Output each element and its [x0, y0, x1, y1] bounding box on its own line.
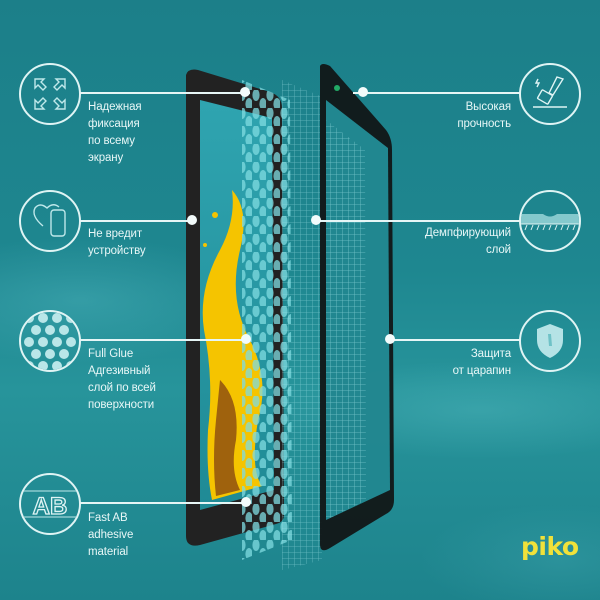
connector-dot — [385, 334, 395, 344]
connector-dot — [311, 215, 321, 225]
feature-icon-strength — [519, 63, 581, 125]
shield-icon — [537, 324, 563, 358]
svg-text:AB: AB — [33, 493, 68, 520]
connector-dot — [240, 87, 250, 97]
feature-label-safe-device: Не вредит устройству — [88, 228, 146, 257]
damping-layer-icon — [521, 214, 579, 231]
damping-layer — [282, 80, 322, 570]
connector-dot — [358, 87, 368, 97]
connector-dot — [187, 215, 197, 225]
connector-line — [80, 220, 190, 222]
screen-protector — [320, 64, 394, 551]
arrows-out-icon — [34, 78, 66, 110]
fast-ab-icon: AB — [23, 490, 77, 521]
dots-pattern-icon — [24, 313, 76, 370]
feature-icon-secure-fix — [19, 63, 81, 125]
feature-label-fast-ab: Fast AB adhesive material — [88, 512, 134, 558]
connector-line — [390, 339, 520, 341]
feature-label-secure-fix: Надежная фиксация по всему экрану — [88, 101, 142, 164]
feature-label-scratch: Защита от царапин — [452, 348, 511, 377]
connector-dot — [241, 334, 251, 344]
feature-icon-scratch — [519, 310, 581, 372]
feature-label-strength: Высокая прочность — [457, 101, 511, 130]
adhesive-layer — [242, 80, 292, 560]
feature-icon-safe-device — [19, 190, 81, 252]
feature-label-damping: Демпфирующий слой — [425, 227, 511, 256]
heart-phone-icon — [33, 204, 66, 237]
brand-logo: piko — [521, 532, 579, 561]
connector-line — [80, 339, 246, 341]
connector-line — [80, 502, 246, 504]
feature-icon-damping — [519, 190, 581, 252]
feature-icon-fast-ab: AB — [19, 473, 81, 535]
connector-dot — [241, 497, 251, 507]
connector-line — [316, 220, 520, 222]
connector-line — [353, 92, 520, 94]
hammer-impact-icon — [533, 76, 567, 108]
feature-label-full-glue: Full Glue Адгезивный слой по всей поверх… — [88, 348, 156, 411]
feature-icon-full-glue — [19, 310, 81, 372]
connector-line — [80, 92, 250, 94]
